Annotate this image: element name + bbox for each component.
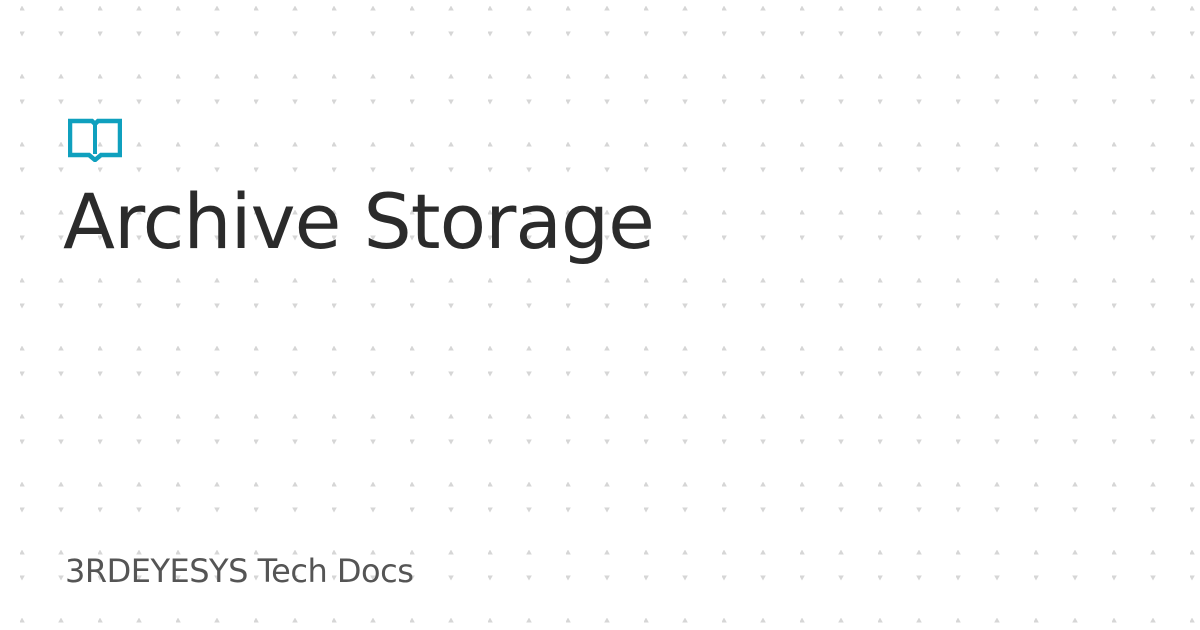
site-name: 3RDEYESYS Tech Docs	[65, 552, 414, 590]
open-book-icon	[67, 118, 123, 163]
page-title: Archive Storage	[63, 177, 655, 266]
